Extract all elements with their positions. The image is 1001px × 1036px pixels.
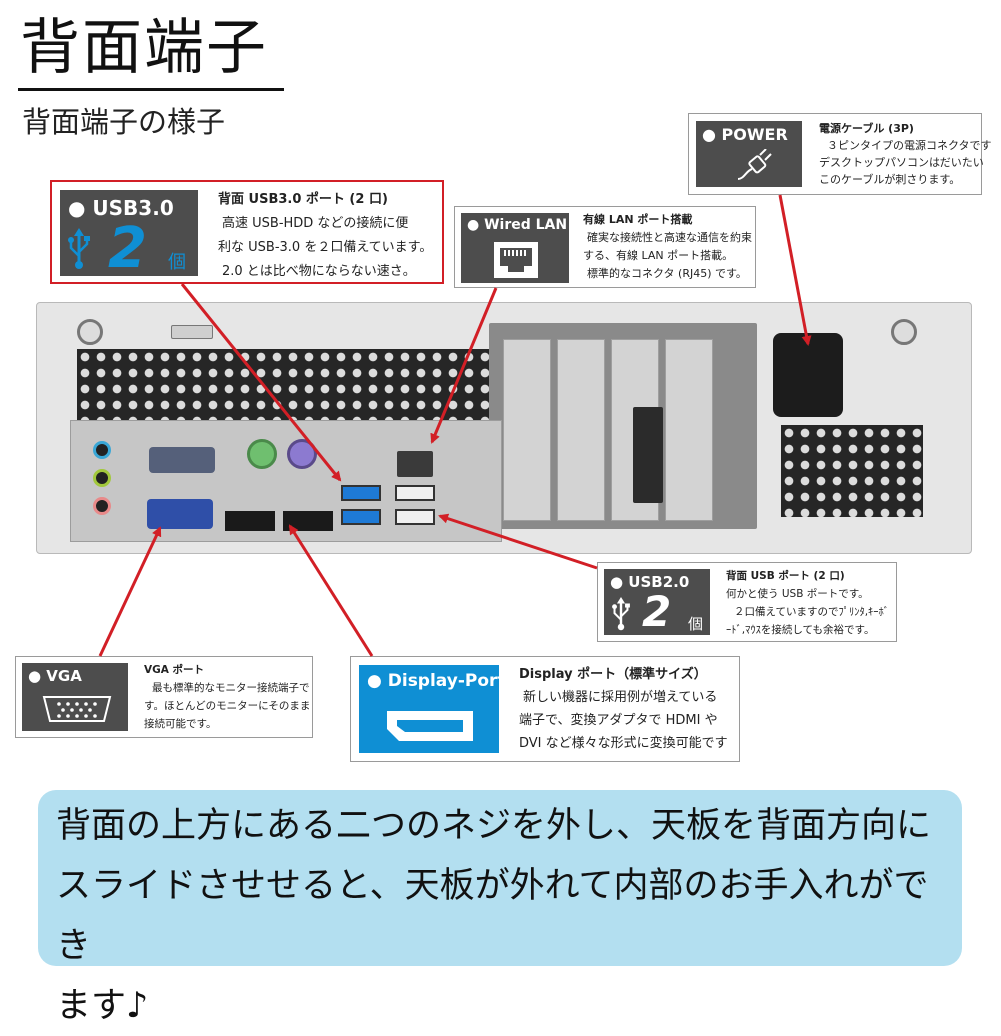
audio-line-in-jack [93,441,111,459]
usb3-tile-label: ● USB3.0 [68,196,174,220]
usb2-unit: 個 [688,615,704,633]
page-subtitle: 背面端子の様子 [22,105,226,139]
serial-port [149,447,215,473]
displayport-callout: ● Display-Port Display ポート（標準サイズ） 新しい機器に… [350,656,740,762]
lan-tile: ● Wired LAN [461,213,569,283]
lan-line-3: 標準的なコネクタ (RJ45) です。 [587,267,747,280]
displayport-1 [225,511,275,531]
usb2-callout: ● USB2.0 2 個 背面 USB ポート (2 口) 何かと使う USB … [597,562,897,642]
power-inlet [773,333,843,417]
top-vent-grille [77,349,497,421]
expansion-slot-cover-1 [503,339,551,521]
vga-tile: ● VGA [22,663,128,731]
usb3-port-1 [341,485,381,501]
usb3-title: 背面 USB3.0 ポート (2 口) [218,192,388,207]
lan-arrow [430,287,498,444]
vga-connector-icon [42,696,112,722]
usb3-line-3: 2.0 とは比べ物にならない速さ。 [222,264,416,279]
usb2-line-2: ２口備えていますのでﾌﾟﾘﾝﾀ,ｷｰﾎﾞ [734,606,890,618]
lan-callout: ● Wired LAN 有線 LAN ポート搭載 確実な接続性と高速な通信を約束… [454,206,756,288]
usb-icon [612,597,630,631]
usb3-unit: 個 [168,252,186,273]
psu-vent-grille [781,425,923,517]
power-description: 電源ケーブル (3P) ３ピンタイプの電源コネクタです デスクトップパソコンはだ… [819,120,992,188]
note-box [38,790,962,966]
displayport-description: Display ポート（標準サイズ） 新しい機器に採用例が増えている 端子で、変… [519,663,728,755]
lan-line-1: 確実な接続性と高速な通信を約束 [587,231,752,244]
displayport-tile: ● Display-Port [359,665,506,753]
lan-description: 有線 LAN ポート搭載 確実な接続性と高速な通信を約束 する、有線 LAN ポ… [583,211,752,283]
power-line-2: デスクトップパソコンはだいたい [819,156,984,169]
usb3-tile: ● USB3.0 2 個 [60,190,198,281]
displayport-connector-icon [387,711,473,741]
power-tile-label: ● POWER [702,125,788,144]
usb3-line-1: 高速 USB-HDD などの接続に便 [222,216,409,231]
vga-callout: ● VGA VGA ポート 最も標準的なモニター接続端子で す。ほとんどのモニタ… [15,656,313,738]
power-arrow [778,194,812,346]
vga-tile-label: ● VGA [28,667,82,685]
chassis-screw-left [77,319,103,345]
power-line-3: このケーブルが刺さります。 [819,173,961,186]
callout-arrows [98,194,812,657]
lan-title: 有線 LAN ポート搭載 [583,213,693,226]
note-line-1: 背面の上方にある二つのネジを外し、天板を背面方向に [56,806,932,846]
lan-line-2: する、有線 LAN ポート搭載。 [583,249,734,262]
ethernet-port [397,451,433,477]
note-line-2: スライドさせせると、天板が外れて内部のお手入れができ [56,866,929,966]
displayport-arrow [288,524,374,657]
displayport-line-3: DVI など様々な形式に変換可能です [519,736,728,751]
power-tile: ● POWER [696,121,802,187]
usb3-arrow [180,283,342,482]
usb3-port-2 [341,509,381,525]
note-line-3: ます♪ [56,986,149,1026]
displayport-line-2: 端子で、変換アダプタで HDMI や [519,713,718,728]
usb2-tile-label: ● USB2.0 [610,573,690,591]
power-plug-icon [737,149,772,180]
vga-arrow [98,526,162,657]
usb2-line-3: ｰﾄﾞ,ﾏｳｽを接続しても余裕です。 [726,624,875,636]
lock-slot [171,325,213,339]
io-shield [70,420,502,542]
power-title: 電源ケーブル (3P) [819,122,914,135]
usb3-line-2: 利な USB-3.0 を２口備えています。 [218,240,433,255]
usb2-title: 背面 USB ポート (2 口) [726,570,845,582]
usb2-port-2 [395,509,435,525]
usb3-count: 2 [108,216,147,281]
displayport-line-1: 新しい機器に採用例が増えている [523,690,718,705]
vga-description: VGA ポート 最も標準的なモニター接続端子で す。ほとんどのモニターにそのまま… [144,661,310,733]
page-title: 背面端子 [20,13,268,83]
vga-title: VGA ポート [144,664,205,676]
displayport-title: Display ポート（標準サイズ） [519,667,707,682]
vga-line-3: 接続可能です。 [144,718,217,730]
usb-icon [68,228,90,269]
expansion-slot-cover-4 [665,339,713,521]
vga-port [147,499,213,529]
usb3-callout: ● USB3.0 2 個 背面 USB3.0 ポート (2 口) 高速 USB-… [50,180,444,284]
note-text: 背面の上方にある二つのネジを外し、天板を背面方向に スライドさせせると、天板が外… [56,796,956,1036]
usb2-tile: ● USB2.0 2 個 [604,569,710,636]
slot-cutout [633,407,663,503]
usb2-port-1 [395,485,435,501]
ps2-keyboard-port [247,439,277,469]
ethernet-port-icon [494,242,538,278]
audio-mic-jack [93,497,111,515]
usb3-description: 背面 USB3.0 ポート (2 口) 高速 USB-HDD などの接続に便 利… [218,188,432,284]
usb2-line-1: 何かと使う USB ポートです。 [726,588,869,600]
power-callout: ● POWER 電源ケーブル (3P) ３ピンタイプの電源コネクタです デスクト… [688,113,992,195]
vga-line-2: す。ほとんどのモニターにそのまま [144,700,311,712]
usb2-arrow [438,513,598,570]
vga-line-1: 最も標準的なモニター接続端子で [152,682,310,694]
pc-rear-panel [36,302,972,554]
usb2-description: 背面 USB ポート (2 口) 何かと使う USB ポートです。 ２口備えてい… [726,567,889,639]
power-line-1: ３ピンタイプの電源コネクタです [827,139,992,152]
usb2-count: 2 [642,587,672,636]
displayport-tile-label: ● Display-Port [367,671,506,691]
title-underline [18,88,284,91]
lan-tile-label: ● Wired LAN [467,217,568,233]
expansion-slot-cover-2 [557,339,605,521]
audio-line-out-jack [93,469,111,487]
chassis-screw-right [891,319,917,345]
